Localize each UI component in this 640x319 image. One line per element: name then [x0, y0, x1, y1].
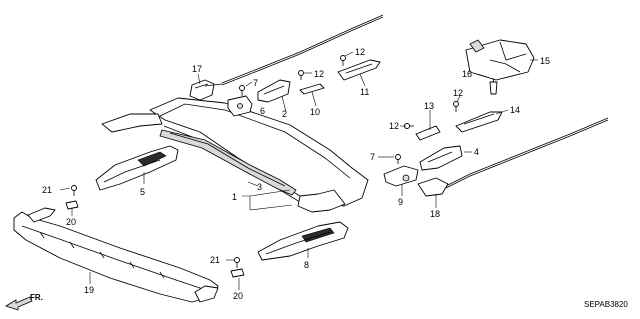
- callout-3: 3: [257, 182, 262, 192]
- drawing-code: SEPAB3820: [584, 300, 628, 309]
- callout-21a: 21: [42, 185, 52, 195]
- callout-1: 1: [232, 192, 237, 202]
- bracket-2: [257, 79, 291, 103]
- plate-14: [455, 111, 503, 133]
- front-direction-label: FR.: [30, 293, 43, 302]
- screw-12b: [340, 55, 346, 66]
- callout-5: 5: [140, 187, 145, 197]
- callout-12c: 12: [389, 121, 399, 131]
- screw-7a: [239, 85, 245, 96]
- callout-7b: 7: [370, 152, 375, 162]
- callout-2: 2: [282, 109, 287, 119]
- callout-4: 4: [474, 147, 479, 157]
- screw-21b: [234, 257, 240, 268]
- callout-19: 19: [84, 285, 94, 295]
- callout-6: 6: [260, 106, 265, 116]
- drive-cable-17: [189, 14, 384, 101]
- plate-11: [337, 59, 381, 81]
- callout-14: 14: [510, 105, 520, 115]
- callout-12a: 12: [314, 69, 324, 79]
- plate-13: [415, 125, 441, 141]
- callout-20b: 20: [233, 291, 243, 301]
- callout-12d: 12: [453, 88, 463, 98]
- plate-10: [299, 83, 325, 95]
- callout-8: 8: [304, 260, 309, 270]
- leader-lines: [59, 51, 538, 290]
- screw-12d: [453, 101, 459, 112]
- guide-rail-3: [159, 129, 297, 196]
- sunroof-frame-1: [101, 97, 369, 213]
- callout-21b: 21: [210, 255, 220, 265]
- callout-17: 17: [192, 64, 202, 74]
- drive-cable-18: [417, 117, 609, 197]
- screw-12a: [298, 70, 304, 80]
- callout-16: 16: [462, 69, 472, 79]
- callout-12b: 12: [355, 47, 365, 57]
- callout-20a: 20: [66, 217, 76, 227]
- guide-8: [257, 221, 349, 261]
- screw-21a: [71, 185, 77, 196]
- front-direction-arrow: FR.: [5, 293, 43, 311]
- front-frame-19: [13, 207, 219, 303]
- callout-13: 13: [424, 101, 434, 111]
- callout-15: 15: [540, 56, 550, 66]
- callout-9: 9: [398, 197, 403, 207]
- bracket-6: [227, 95, 253, 117]
- callout-7a: 7: [253, 78, 258, 88]
- bracket-4: [419, 145, 463, 171]
- screw-7b: [395, 154, 401, 164]
- callout-10: 10: [310, 107, 320, 117]
- clip-20a: [65, 200, 79, 210]
- callout-labels: 17 7 6 2 10 12 12 11 3 1 5 12 13 12 14 4…: [42, 47, 550, 301]
- clip-20b: [230, 268, 245, 278]
- callout-11: 11: [360, 87, 369, 97]
- motor-15: [465, 39, 535, 95]
- bracket-9: [383, 165, 419, 187]
- screw-12c: [404, 123, 414, 129]
- callout-18: 18: [430, 209, 440, 219]
- guide-5: [95, 145, 179, 191]
